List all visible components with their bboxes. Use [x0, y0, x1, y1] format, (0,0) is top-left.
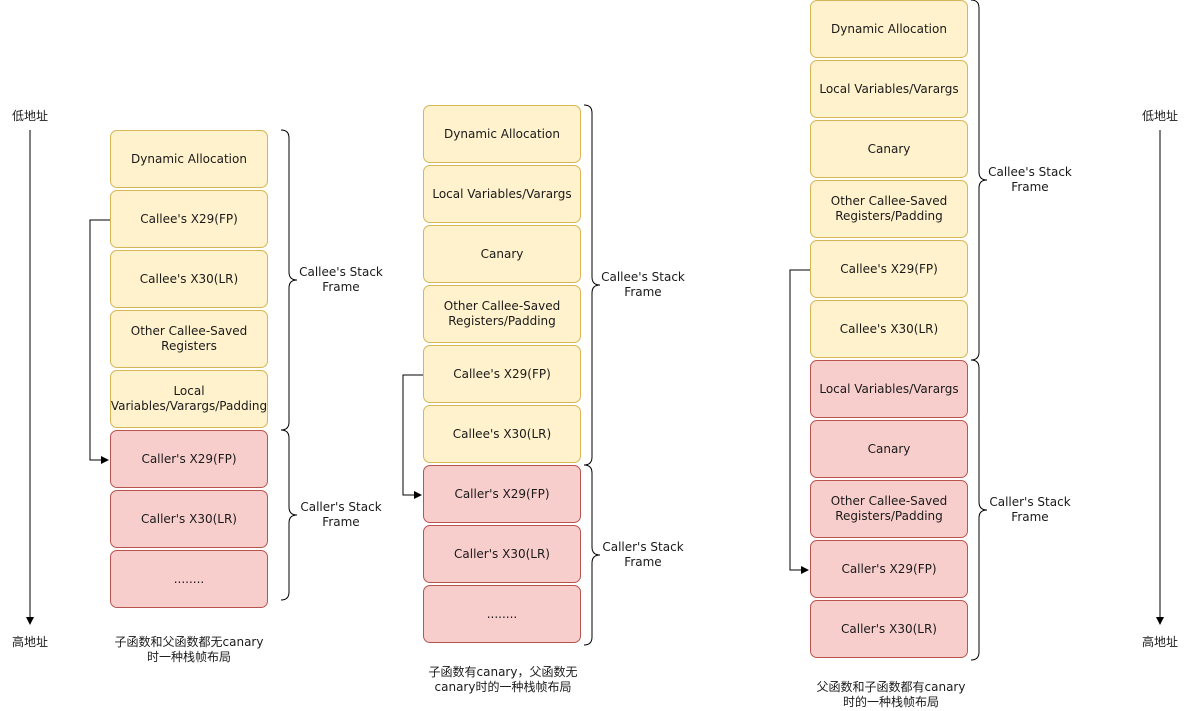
diagram1-callee-brace — [280, 129, 298, 431]
diagram1-callee-box: Local Variables/Varargs/Padding — [110, 370, 268, 428]
diagram2-caller-box: Caller's X29(FP) — [423, 465, 581, 523]
diagram3-caller-box: Other Callee-Saved Registers/Padding — [810, 480, 968, 538]
left-high-address-label: 高地址 — [12, 635, 49, 649]
diagram1-fp-link-arrow — [89, 219, 110, 464]
diagram2-callee-box: Canary — [423, 225, 581, 283]
diagram1-caption: 子函数和父函数都无canary 时一种栈帧布局 — [114, 635, 264, 664]
diagram2-caller-brace — [583, 464, 601, 646]
diagram1-caller-box: ........ — [110, 550, 268, 608]
diagram1-caller-frame-label: Caller's Stack Frame — [300, 500, 382, 529]
diagram3-caller-box: Caller's X30(LR) — [810, 600, 968, 658]
diagram2-callee-brace — [583, 104, 601, 466]
diagram1-caller-brace — [280, 429, 298, 601]
diagram3-caller-brace — [970, 359, 988, 661]
diagram1-caller-box: Caller's X30(LR) — [110, 490, 268, 548]
diagram1-callee-box: Callee's X30(LR) — [110, 250, 268, 308]
diagram3-callee-brace — [970, 0, 988, 361]
diagram3-callee-box: Other Callee-Saved Registers/Padding — [810, 180, 968, 238]
diagram2-callee-box: Other Callee-Saved Registers/Padding — [423, 285, 581, 343]
diagram2-callee-box: Callee's X30(LR) — [423, 405, 581, 463]
right-low-address-label: 低地址 — [1142, 109, 1179, 123]
diagram3-caller-box: Canary — [810, 420, 968, 478]
diagram2-caller-frame-label: Caller's Stack Frame — [602, 540, 684, 569]
diagram1-callee-box: Other Callee-Saved Registers — [110, 310, 268, 368]
diagram2-callee-box: Dynamic Allocation — [423, 105, 581, 163]
diagram3-caller-frame-label: Caller's Stack Frame — [989, 495, 1071, 524]
diagram2-callee-box: Callee's X29(FP) — [423, 345, 581, 403]
diagram1-callee-box: Dynamic Allocation — [110, 130, 268, 188]
diagram2-caption: 子函数有canary，父函数无 canary时的一种栈帧布局 — [428, 665, 578, 694]
diagram2-callee-box: Local Variables/Varargs — [423, 165, 581, 223]
diagram2-caller-box: Caller's X30(LR) — [423, 525, 581, 583]
diagram3-callee-box: Dynamic Allocation — [810, 0, 968, 58]
diagram3-callee-box: Local Variables/Varargs — [810, 60, 968, 118]
diagram3-caption: 父函数和子函数都有canary 时的一种栈帧布局 — [816, 680, 966, 709]
diagram3-callee-box: Canary — [810, 120, 968, 178]
diagram3-callee-frame-label: Callee's Stack Frame — [988, 165, 1072, 194]
left-low-address-label: 低地址 — [12, 109, 49, 123]
diagram2-callee-frame-label: Callee's Stack Frame — [601, 270, 685, 299]
diagram2-caller-box: ........ — [423, 585, 581, 643]
diagram1-caller-box: Caller's X29(FP) — [110, 430, 268, 488]
diagram1-callee-frame-label: Callee's Stack Frame — [299, 265, 383, 294]
diagram1-callee-box: Callee's X29(FP) — [110, 190, 268, 248]
diagram2-fp-link-arrow — [402, 374, 423, 499]
diagram3-callee-box: Callee's X30(LR) — [810, 300, 968, 358]
diagram3-fp-link-arrow — [789, 269, 810, 574]
diagram3-callee-box: Callee's X29(FP) — [810, 240, 968, 298]
diagram3-caller-box: Caller's X29(FP) — [810, 540, 968, 598]
diagram3-caller-box: Local Variables/Varargs — [810, 360, 968, 418]
right-high-address-label: 高地址 — [1142, 635, 1179, 649]
